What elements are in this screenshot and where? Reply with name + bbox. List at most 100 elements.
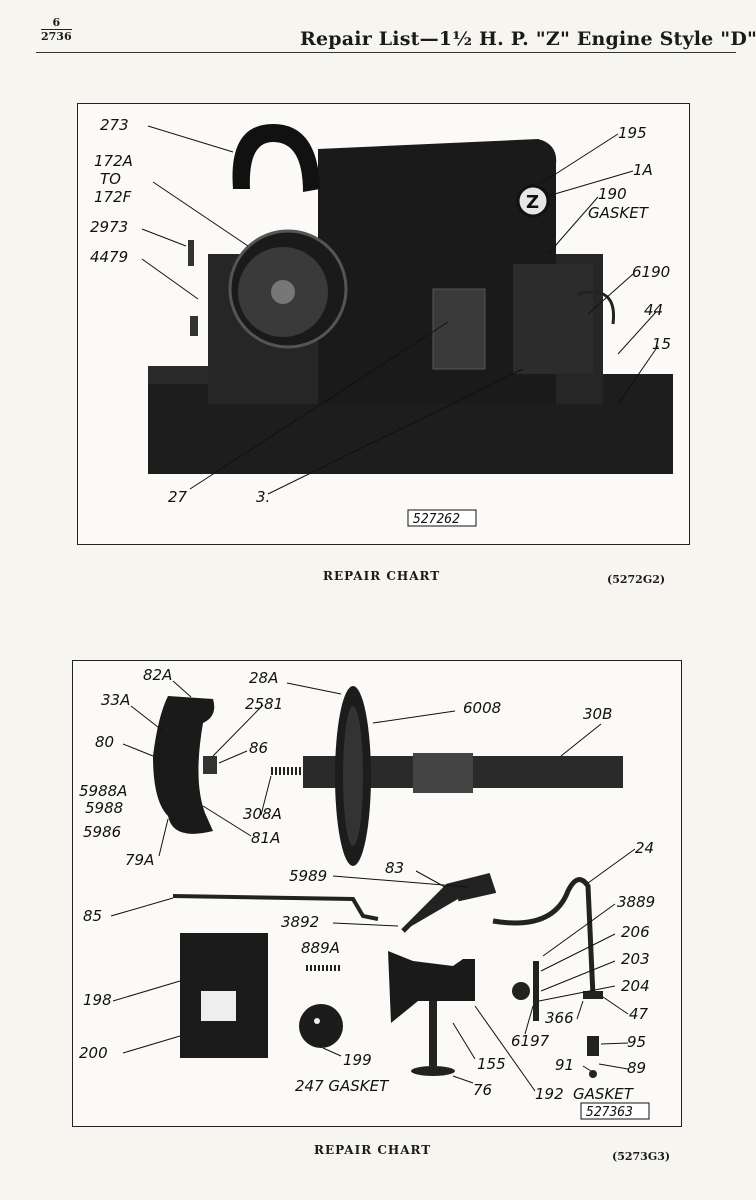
label-44: 44 [644,301,663,319]
label-3889: 3889 [617,893,655,911]
bolt [190,316,198,336]
label-199: 199 [343,1051,372,1069]
code-figure-2: (5273G3) [612,1150,671,1163]
leader-lines [110,680,636,1092]
plate-id-box [580,1102,650,1120]
magneto-housing [513,264,593,374]
disc-hole [314,1018,320,1024]
label-6008: 6008 [463,699,501,717]
label-95: 95 [627,1033,646,1051]
label-85: 85 [83,907,102,925]
list-number: 2736 [41,30,72,43]
svg-text:Z: Z [526,192,539,213]
label-1a: 1A [633,161,653,179]
label-81a: 81A [251,829,280,847]
ball-91 [589,1070,597,1078]
label-to: TO [100,170,121,188]
label-195: 195 [618,124,647,142]
bolt-2973 [188,240,194,266]
label-190: 190 [598,185,627,203]
label-83: 83 [385,859,404,877]
label-172a: 172A [94,152,133,170]
header-rule [36,52,736,53]
label-308a: 308A [243,805,282,823]
page-number: 6 [41,16,72,30]
leader-lines [141,125,659,495]
label-76: 76 [473,1081,492,1099]
plate-opening [201,991,236,1021]
nut-47 [583,991,603,999]
needle-valve [533,961,539,1021]
label-4479: 4479 [90,248,128,266]
mixer-192 [388,951,475,1023]
side-plate [432,288,486,370]
label-247-gasket: 247 GASKET [295,1077,390,1095]
caption-figure-2: REPAIR CHART [314,1143,432,1157]
code-figure-1: (5272G2) [607,573,666,586]
pipe-24 [492,877,596,997]
label-79a: 79A [125,851,154,869]
handle [232,124,320,192]
governor-weight [153,696,215,834]
label-89: 89 [627,1059,646,1077]
label-3: 3. [256,488,270,506]
fitting-95 [587,1036,599,1056]
governor-hub [203,756,217,774]
label-204: 204 [621,977,650,995]
label-47: 47 [629,1005,649,1023]
mixer-base-76 [411,1066,455,1076]
repair-chart-figure-2: 82A 28A 33A 2581 6008 30B 80 86 5988A 59… [72,660,682,1127]
engine-illustration: Z 273 172A TO 172F 2973 4479 195 [90,116,673,527]
flywheel-hub [271,280,295,304]
shaft-collar [413,753,473,793]
label-5989: 5989 [289,867,327,885]
page-title: Repair List—1½ H. P. "Z" Engine Style "D… [300,28,756,50]
plate-id: 527363 [586,1105,633,1120]
label-2973: 2973 [90,218,128,236]
emblem-z [516,184,550,218]
label-273: 273 [100,116,129,134]
plate-id-box [407,509,477,527]
valve-fitting [512,982,530,1000]
label-82a: 82A [143,666,172,684]
page-number-block: 6 2736 [41,16,72,43]
label-gasket: GASKET [588,204,650,222]
label-27: 27 [168,488,188,506]
label-gasket: GASKET [573,1085,635,1103]
label-200: 200 [79,1044,108,1062]
plate-id: 527262 [413,512,460,527]
label-2581: 2581 [245,695,283,713]
lever-83 [401,873,497,933]
gear-teeth [343,706,363,846]
label-192: 192 [535,1085,564,1103]
label-5988: 5988 [85,799,123,817]
hopper-tank [318,139,557,404]
label-5988a: 5988A [79,782,127,800]
label-198: 198 [83,991,112,1009]
label-28a: 28A [249,669,278,687]
mixer-stem [429,1001,437,1066]
caption-figure-1: REPAIR CHART [323,569,441,583]
label-889a: 889A [301,939,340,957]
disc-199 [299,1004,343,1048]
label-24: 24 [635,839,654,857]
label-80: 80 [95,733,114,751]
label-30b: 30B [583,705,612,723]
label-86: 86 [249,739,268,757]
label-91: 91 [555,1056,574,1074]
label-6197: 6197 [511,1032,550,1050]
wire [577,290,616,325]
label-5986: 5986 [83,823,121,841]
rod-85 [172,894,379,921]
label-33a: 33A [101,691,130,709]
label-203: 203 [621,950,650,968]
label-3892: 3892 [281,913,319,931]
label-15: 15 [652,335,671,353]
label-6190: 6190 [632,263,670,281]
parts-illustration: 82A 28A 33A 2581 6008 30B 80 86 5988A 59… [79,666,655,1120]
label-366: 366 [545,1009,574,1027]
label-206: 206 [621,923,650,941]
repair-chart-figure-1: Z 273 172A TO 172F 2973 4479 195 [77,103,690,545]
label-155: 155 [477,1055,506,1073]
label-172f: 172F [94,188,132,206]
